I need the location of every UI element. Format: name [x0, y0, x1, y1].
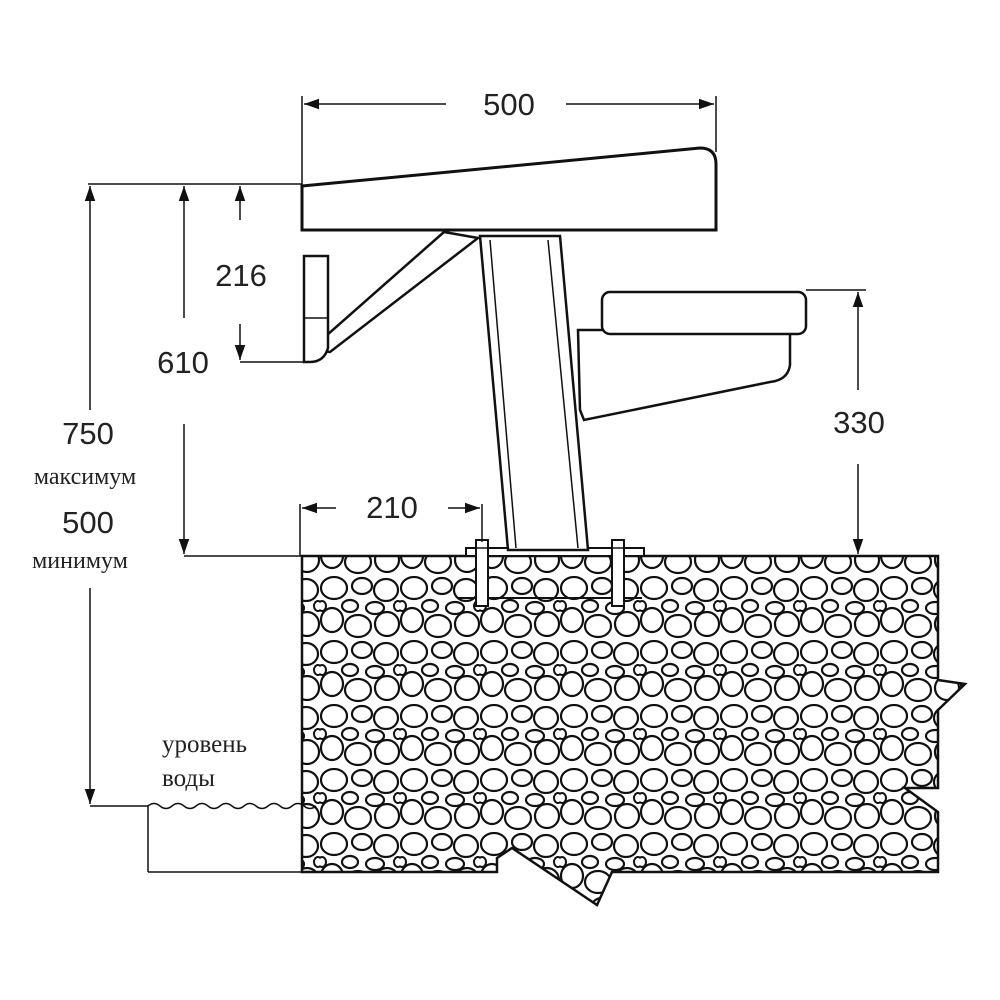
ground-block: [300, 554, 968, 907]
anchor-bolt-right: [606, 539, 630, 607]
dimension-platform-width: 500: [301, 87, 717, 186]
height-min-value: 500: [62, 505, 114, 540]
water-level-label-line2: воды: [162, 765, 215, 792]
dimension-step-total-height: 610: [157, 186, 209, 554]
handle-height-label: 330: [833, 405, 885, 440]
top-platform: [300, 146, 718, 232]
water-surface-line: [147, 802, 317, 810]
pool-water: уровень воды: [147, 731, 317, 873]
dimension-base-offset: 210: [299, 490, 483, 556]
platform-width-label: 500: [483, 87, 535, 122]
height-min-label: минимум: [32, 548, 128, 574]
dimension-handle-height: 330: [806, 289, 885, 554]
base-offset-label: 210: [366, 490, 418, 525]
starting-block: [300, 146, 808, 607]
dimension-step-height: 216: [215, 186, 310, 363]
step-total-height-label: 610: [157, 345, 209, 380]
step-height-label: 216: [215, 258, 267, 293]
handle-arm: [576, 328, 792, 422]
handle-grip: [600, 290, 808, 336]
water-level-label-line1: уровень: [162, 731, 247, 758]
dimension-overall-height: 750 максимум 500 минимум: [32, 186, 148, 807]
height-max-value: 750: [62, 416, 114, 451]
step-strut: [307, 230, 482, 354]
support-column: [478, 234, 590, 552]
back-foot-rest: [302, 254, 330, 364]
height-max-label: максимум: [34, 464, 136, 490]
